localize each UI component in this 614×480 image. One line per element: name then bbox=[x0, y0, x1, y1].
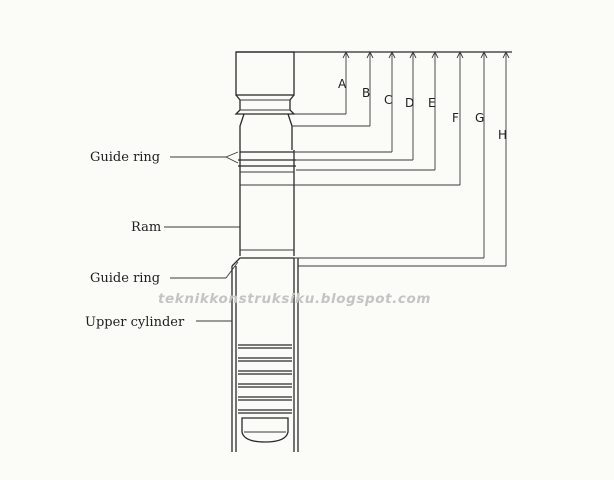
guide-ring-bottom bbox=[231, 257, 294, 267]
label-guide-ring-bottom: Guide ring bbox=[90, 271, 160, 286]
neck bbox=[239, 113, 293, 150]
dim-label-g: G bbox=[475, 111, 484, 125]
dim-label-b: B bbox=[362, 86, 370, 100]
dim-label-c: C bbox=[384, 93, 392, 107]
dim-label-f: F bbox=[452, 111, 459, 125]
dim-label-h: H bbox=[498, 128, 507, 142]
piston-bowl bbox=[241, 417, 289, 443]
upper-block bbox=[235, 51, 295, 96]
label-guide-ring-top: Guide ring bbox=[90, 150, 160, 165]
label-upper-cylinder: Upper cylinder bbox=[85, 315, 185, 330]
leader-lines bbox=[292, 113, 506, 267]
piston-rings bbox=[238, 344, 292, 414]
dim-label-e: E bbox=[428, 96, 436, 110]
dimension-lines bbox=[342, 50, 510, 266]
collar bbox=[234, 94, 296, 115]
label-ram: Ram bbox=[131, 220, 161, 235]
dim-label-a: A bbox=[338, 77, 347, 91]
watermark: teknikkonstruksiku.blogspot.com bbox=[158, 291, 431, 307]
dim-label-d: D bbox=[405, 96, 414, 110]
